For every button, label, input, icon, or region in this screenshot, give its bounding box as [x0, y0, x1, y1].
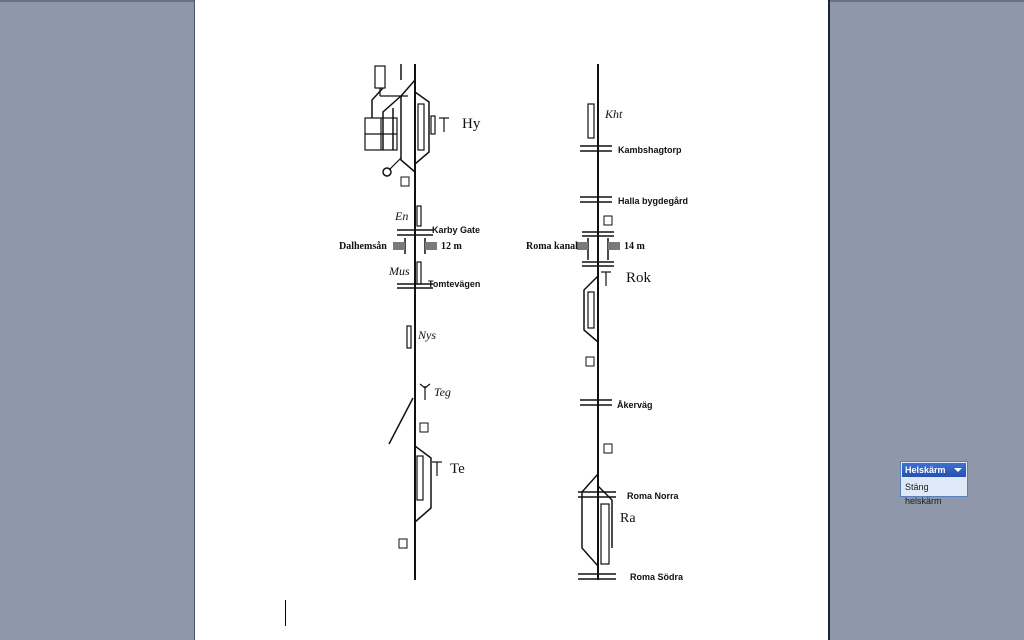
- text-cursor: [285, 600, 286, 626]
- bridge-name-roma-kanal: Roma kanal: [526, 241, 578, 252]
- crossing-label-kambshagtorp: Kambshagtorp: [618, 145, 682, 155]
- station-building-icon: [398, 538, 408, 549]
- bridge-right-east: [608, 242, 620, 250]
- crossing-label-tomtevagen: Tomtevägen: [428, 279, 480, 289]
- station-building-icon: [585, 356, 595, 367]
- bridge-length-right: 14 m: [624, 241, 646, 252]
- bridge-right-west: [577, 242, 588, 250]
- document-page: [194, 0, 830, 640]
- station-label-rok: Rok: [626, 270, 652, 286]
- crossing-label-akervag: Åkerväg: [617, 400, 653, 410]
- crossing-label-karby: Karby Gate: [432, 225, 480, 235]
- station-label-ra: Ra: [620, 511, 636, 526]
- close-fullscreen-button[interactable]: Stäng helskärm: [905, 482, 942, 506]
- station-label-hy: Hy: [462, 116, 481, 132]
- station-label-teg: Teg: [434, 385, 451, 399]
- fullscreen-menu-button[interactable]: Helskärm: [902, 463, 966, 477]
- crossing-label-roma-sodra: Roma Södra: [630, 572, 684, 582]
- station-label-mus: Mus: [388, 264, 410, 278]
- crossing-label-halla: Halla bygdegård: [618, 196, 688, 206]
- crossing-label-roma-norra: Roma Norra: [627, 491, 680, 501]
- station-building-icon: [400, 176, 410, 187]
- bridge-length-left: 12 m: [441, 241, 463, 252]
- station-building-icon: [603, 215, 613, 226]
- chevron-down-icon: [954, 468, 962, 472]
- station-label-kht: Kht: [604, 107, 623, 121]
- fullscreen-title-label: Helskärm: [905, 465, 946, 475]
- bridge-left-west: [393, 242, 405, 250]
- bridge-name-dalhemsan: Dalhemsån: [339, 241, 387, 252]
- station-building-icon: [603, 443, 613, 454]
- station-label-nys: Nys: [417, 328, 436, 342]
- bridge-left-east: [425, 242, 437, 250]
- fullscreen-toolbar: Helskärm Stäng helskärm: [900, 461, 968, 506]
- station-label-te: Te: [450, 461, 465, 477]
- station-building-icon: [419, 422, 429, 433]
- station-label-en: En: [394, 209, 408, 223]
